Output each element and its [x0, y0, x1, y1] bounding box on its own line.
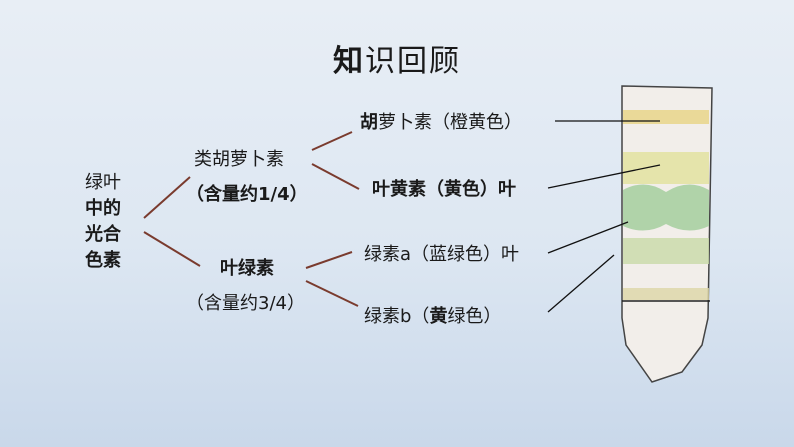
pointer-xanthophyll [547, 164, 661, 189]
carotene-label: 胡萝卜素（橙黄色） [360, 108, 522, 134]
root-line-4: 色素 [85, 250, 121, 271]
chl-b-part1: 绿素b（ [364, 306, 430, 327]
band-origin [623, 288, 709, 300]
carotene-bold-char: 胡 [360, 112, 378, 133]
root-line-1: 绿叶 [85, 172, 121, 193]
branch-chlorophyll-a [305, 251, 353, 269]
root-line-2: 中的 [85, 198, 121, 219]
branch-root-chlorophyll [143, 231, 201, 267]
carotene-rest: 萝卜素（橙黄色） [378, 112, 522, 133]
root-label: 绿叶 中的 光合 色素 [85, 170, 121, 274]
title-rest: 识回顾 [365, 44, 461, 79]
carotenoids-label: 类胡萝卜素 [194, 149, 284, 170]
title-first-char: 知 [333, 44, 365, 79]
band-chlorophyll-b [623, 238, 709, 264]
pointer-chl-b [547, 254, 615, 313]
chromatography-strip [621, 85, 713, 383]
band-chlorophyll-a [623, 184, 709, 231]
branch-chlorophyll-b [305, 280, 359, 307]
carotenoids-content: （含量约1/4） [186, 184, 308, 205]
branch-carotenoids-xanthophyll [311, 163, 360, 190]
root-line-3: 光合 [85, 224, 121, 245]
chl-b-label: 绿素b（黄绿色） [364, 302, 501, 328]
branch-root-carotenoids [143, 176, 191, 219]
pointer-chl-a [547, 221, 629, 254]
chlorophyll-content: （含量约3/4） [186, 293, 305, 314]
chl-a-label: 绿素a（蓝绿色）叶 [364, 244, 520, 265]
page-title: 知识回顾 [0, 36, 794, 80]
band-carotene [623, 110, 709, 124]
chlorophyll-label: 叶绿素 [220, 258, 274, 279]
band-xanthophyll [623, 152, 709, 184]
xanthophyll-label: 叶黄素（黄色）叶 [372, 179, 516, 200]
chl-b-part2: 绿色） [447, 306, 502, 327]
chl-b-bold: 黄 [429, 306, 448, 327]
branch-carotenoids-carotene [311, 131, 353, 151]
